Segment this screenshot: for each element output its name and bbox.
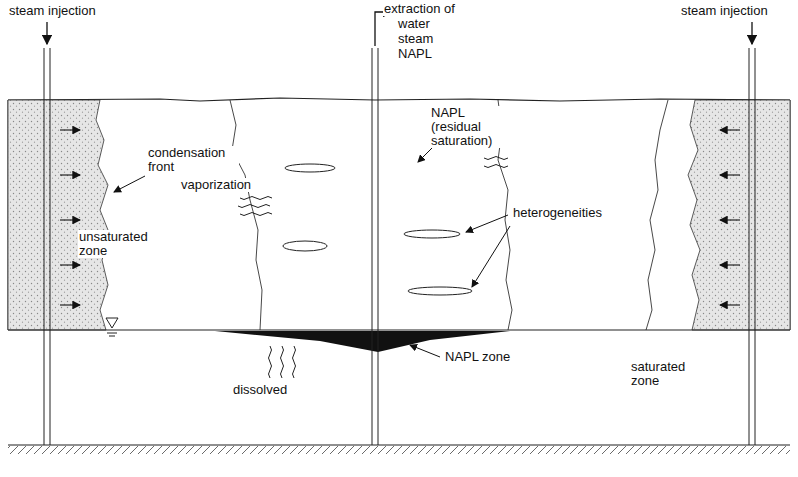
annotation-label: steam xyxy=(397,32,434,46)
annotation-label: NAPL zone xyxy=(444,350,511,364)
annotation-label: extraction of xyxy=(383,2,456,16)
annotation-label: unsaturated zone xyxy=(78,230,165,258)
annotation-label: condensation front xyxy=(147,146,239,174)
annotation-label: dissolved xyxy=(232,383,288,397)
annotation-label: NAPL xyxy=(397,47,433,61)
annotation-label: NAPL (residual saturation) xyxy=(430,106,512,148)
annotation-label: steam injection xyxy=(680,4,769,18)
annotation-label: heterogeneities xyxy=(512,206,603,220)
annotation-label: steam injection xyxy=(8,4,97,18)
annotation-label: vaporization xyxy=(180,178,252,192)
annotation-label: water xyxy=(397,17,431,31)
annotation-label: saturated zone xyxy=(630,360,707,388)
